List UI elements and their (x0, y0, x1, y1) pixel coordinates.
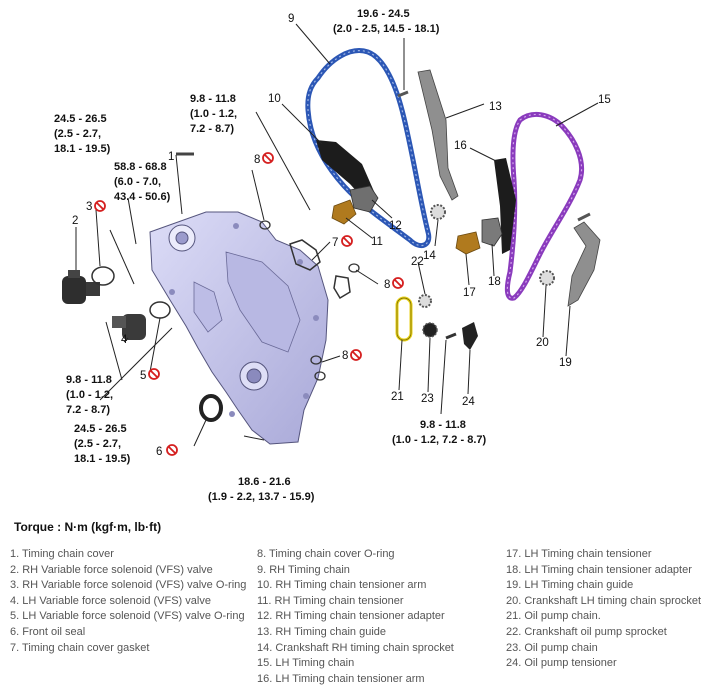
timing-chain-cover-o-ring (259, 220, 360, 381)
callout-15: 15 (598, 94, 611, 106)
callout-14: 14 (423, 250, 436, 262)
crankshaft-lh-sprocket (539, 270, 555, 286)
legend-item: 7. Timing chain cover gasket (10, 641, 150, 654)
lh-timing-chain (504, 112, 585, 301)
front-oil-seal (199, 394, 223, 422)
callout-18: 18 (488, 276, 501, 288)
callout-24: 24 (462, 396, 475, 408)
oil-pump-chain-loop (395, 296, 413, 342)
lh-timing-chain-tensioner (455, 231, 481, 255)
rh-timing-chain (305, 48, 432, 249)
lh-timing-chain-guide (567, 221, 601, 307)
lh-timing-chain-tensioner-adapter (481, 217, 503, 247)
callout-1: 1 (168, 151, 174, 163)
callout-19: 19 (559, 357, 572, 369)
crankshaft-oil-pump-sprocket (418, 294, 432, 308)
callout-5: 5 (140, 370, 146, 382)
torque-spec-3: 9.8 - 11.8 (1.0 - 1.2, 7.2 - 8.7) (190, 93, 240, 135)
callout-16: 16 (454, 140, 467, 152)
oil-pump-sprocket (422, 322, 438, 338)
callout-21: 21 (391, 391, 404, 403)
callout-11: 11 (371, 236, 383, 248)
callout-22: 22 (411, 256, 424, 268)
callout-2: 2 (72, 215, 78, 227)
timing-chain-cover-gasket (289, 239, 351, 300)
legend-item: 21. Oil pump chain. (506, 610, 601, 623)
rh-timing-chain-tensioner-adapter (349, 185, 379, 213)
legend-item: 13. RH Timing chain guide (257, 625, 387, 638)
rh-timing-chain-tensioner (331, 199, 357, 225)
legend-item: 6. Front oil seal (10, 625, 86, 638)
callout-20: 20 (536, 337, 549, 349)
legend-item: 9. RH Timing chain (257, 563, 350, 576)
torque-spec-6: 24.5 - 26.5 (2.5 - 2.7, 18.1 - 19.5) (74, 423, 131, 465)
callout-10: 10 (268, 93, 281, 105)
legend-item: 12. RH Timing chain tensioner adapter (257, 610, 445, 623)
callout-8-b: 8 (384, 279, 390, 291)
callout-13: 13 (489, 101, 502, 113)
legend-column-3: 17. LH Timing chain tensioner 18. LH Tim… (506, 547, 701, 672)
crankshaft-rh-sprocket (430, 204, 446, 220)
lh-timing-chain-tensioner-arm (494, 158, 516, 254)
callout-12: 12 (389, 220, 402, 232)
no-reuse-icon (166, 444, 178, 456)
legend-item: 17. LH Timing chain tensioner (506, 548, 652, 560)
legend-item: 18. LH Timing chain tensioner adapter (506, 563, 692, 576)
legend-item: 24. Oil pump tensioner (506, 657, 617, 670)
callout-6: 6 (156, 446, 162, 458)
torque-spec-7: 18.6 - 21.6 (1.9 - 2.2, 13.7 - 15.9) (208, 476, 315, 503)
torque-spec-1: 24.5 - 26.5 (2.5 - 2.7, 18.1 - 19.5) (54, 113, 111, 155)
callout-9: 9 (288, 13, 294, 25)
callout-4: 4 (121, 334, 128, 346)
rh-guide-bolt (397, 90, 409, 98)
callout-numbers: 1 2 3 4 5 6 7 8 8 8 9 10 11 12 13 14 15 … (72, 13, 611, 458)
oil-pump-chain-bolt (445, 332, 457, 340)
legend-item: 16. LH Timing chain tensioner arm (257, 672, 425, 685)
legend-item: 4. LH Variable force solenoid (VFS) valv… (10, 594, 211, 607)
leader-lines (75, 23, 599, 447)
callout-23: 23 (421, 393, 434, 405)
oil-pump-tensioner (462, 322, 478, 350)
legend-item: 3. RH Variable force solenoid (VFS) valv… (10, 579, 247, 592)
timing-chain-cover (149, 211, 329, 445)
legend-item: 15. LH Timing chain (257, 657, 355, 670)
torque-spec-4: 19.6 - 24.5 (2.0 - 2.5, 14.5 - 18.1) (333, 8, 440, 35)
callout-17: 17 (463, 287, 476, 299)
lh-vfs-o-ring (149, 301, 171, 319)
no-reuse-icon (341, 235, 353, 247)
rh-timing-chain-guide (417, 69, 459, 201)
torque-spec-2: 58.8 - 68.8 (6.0 - 7.0, 43.4 - 50.6) (114, 161, 171, 203)
callout-3: 3 (86, 201, 92, 213)
lh-guide-bolt (577, 212, 591, 222)
torque-spec-8: 9.8 - 11.8 (1.0 - 1.2, 7.2 - 8.7) (392, 419, 486, 446)
no-reuse-icon (94, 200, 106, 212)
torque-units-title: Torque : N·m (kgf·m, lb·ft) (14, 520, 162, 534)
legend-item: 5. LH Variable force solenoid (VFS) valv… (10, 610, 245, 623)
lh-vfs-valve (112, 314, 146, 340)
callout-7: 7 (332, 237, 338, 249)
legend-item: 1. Timing chain cover (10, 548, 114, 560)
legend-item: 19. LH Timing chain guide (506, 579, 634, 592)
torque-specs: 24.5 - 26.5 (2.5 - 2.7, 18.1 - 19.5) 58.… (54, 8, 486, 503)
legend-item: 2. RH Variable force solenoid (VFS) valv… (10, 563, 213, 576)
callout-8-c: 8 (342, 350, 348, 362)
callout-8-a: 8 (254, 154, 260, 166)
legend-item: 8. Timing chain cover O-ring (257, 548, 395, 560)
rh-vfs-valve (62, 270, 100, 304)
torque-spec-5: 9.8 - 11.8 (1.0 - 1.2, 7.2 - 8.7) (66, 374, 116, 416)
legend-item: 14. Crankshaft RH timing chain sprocket (257, 641, 454, 654)
no-reuse-icon (392, 277, 404, 289)
legend-item: 22. Crankshaft oil pump sprocket (506, 625, 667, 638)
legend-item: 20. Crankshaft LH timing chain sprocket (506, 594, 702, 607)
legend-column-2: 8. Timing chain cover O-ring 9. RH Timin… (257, 547, 454, 687)
legend-item: 11. RH Timing chain tensioner (257, 594, 404, 607)
legend-column-1: 1. Timing chain cover 2. RH Variable for… (10, 547, 246, 656)
legend-item: 10. RH Timing chain tensioner arm (257, 579, 427, 592)
legend-item: 23. Oil pump chain (506, 641, 598, 654)
no-reuse-icon (148, 368, 160, 380)
exploded-parts-diagram: 1 2 3 4 5 6 7 8 8 8 9 10 11 12 13 14 15 … (54, 8, 611, 503)
rh-vfs-o-ring (91, 266, 115, 286)
no-reuse-icon (262, 152, 274, 164)
no-reuse-icon (350, 349, 362, 361)
